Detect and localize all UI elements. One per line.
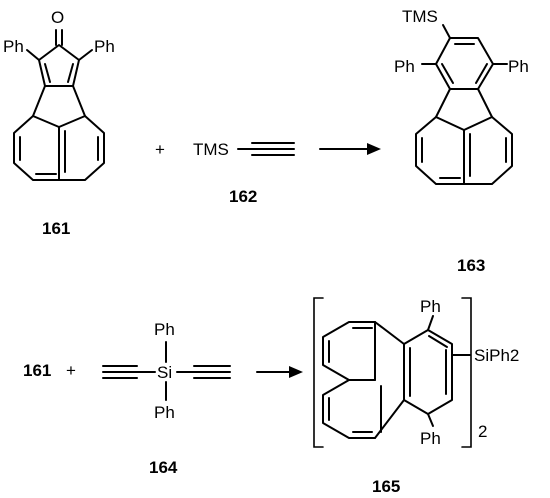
plus-sign-2: + xyxy=(66,361,76,380)
compound-165-label: 165 xyxy=(372,477,400,496)
plus-sign-1: + xyxy=(155,140,165,159)
tms-label-162: TMS xyxy=(193,140,229,159)
phenyl-left-label-163: Ph xyxy=(394,57,415,76)
phenyl-left-label: Ph xyxy=(3,37,24,56)
compound-163-structure: TMS Ph Ph xyxy=(394,7,529,185)
phenyl-bottom-label-164: Ph xyxy=(154,403,175,422)
compound-164-label: 164 xyxy=(149,458,178,477)
silyl-group-label: SiPh2 xyxy=(474,346,519,365)
compound-165-structure: Ph Ph SiPh2 2 xyxy=(313,297,519,448)
compound-162-label: 162 xyxy=(229,187,257,206)
phenyl-top-label-165: Ph xyxy=(420,297,441,316)
phenyl-right-label-163: Ph xyxy=(508,57,529,76)
compound-164-structure: Si Ph Ph xyxy=(102,320,231,422)
compound-161-label: 161 xyxy=(42,219,70,238)
reaction-arrow-2 xyxy=(256,366,303,378)
compound-163-label: 163 xyxy=(457,256,485,275)
compound-162-structure: TMS xyxy=(193,140,295,159)
atom-oxygen-label: O xyxy=(51,8,64,27)
compound-161-structure: O Ph Ph xyxy=(3,8,115,181)
tms-label-163: TMS xyxy=(402,7,438,26)
phenyl-bottom-label-165: Ph xyxy=(420,429,441,448)
compound-161-ref-label: 161 xyxy=(23,361,51,380)
phenyl-top-label-164: Ph xyxy=(154,320,175,339)
phenyl-right-label: Ph xyxy=(94,37,115,56)
reaction-arrow-1 xyxy=(319,143,381,155)
repeat-subscript: 2 xyxy=(478,422,487,441)
silicon-atom-label: Si xyxy=(157,363,172,382)
